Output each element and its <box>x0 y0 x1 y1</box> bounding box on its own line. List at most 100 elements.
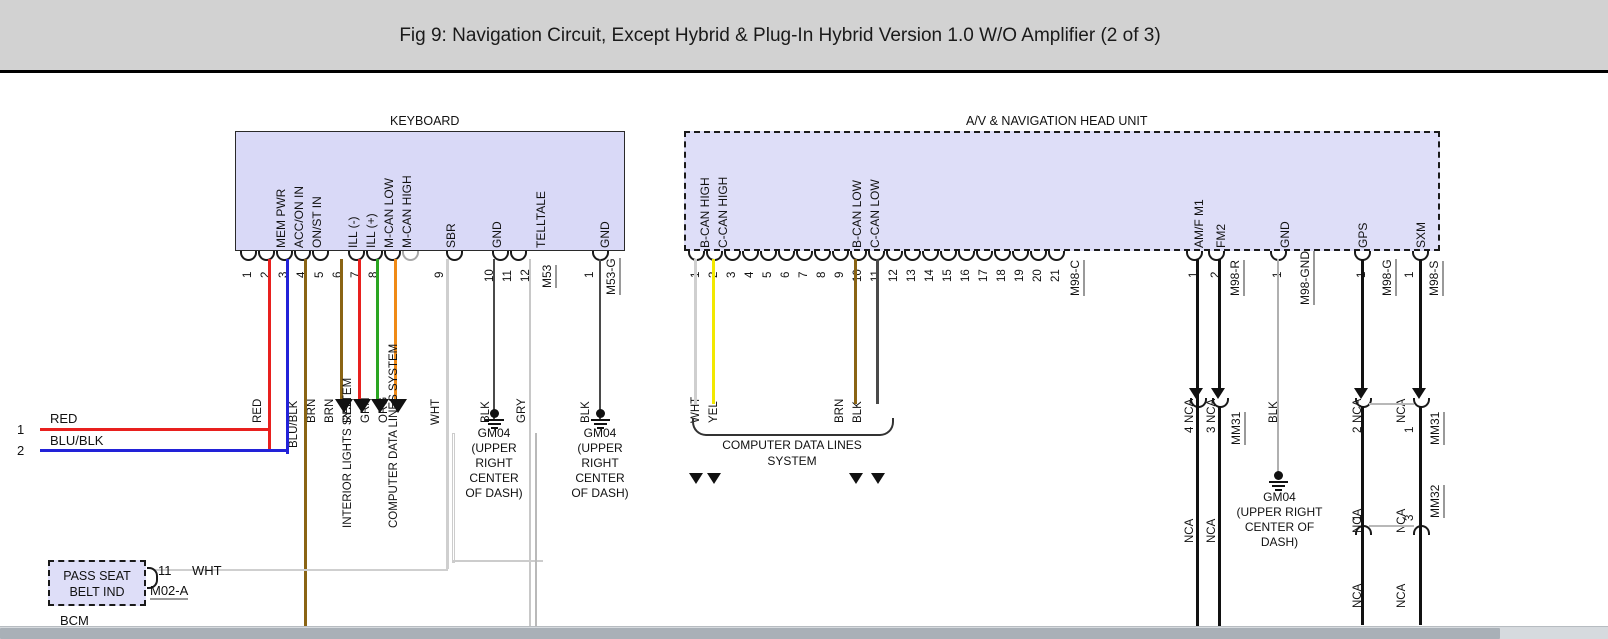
system-label-computer-data-kbd: COMPUTER DATA LINES SYSTEM <box>388 343 400 528</box>
seat-belt-label-line1: PASS SEAT <box>63 569 131 583</box>
keyboard-cup-4 <box>294 251 311 261</box>
ground-loc-1d: OF DASH) <box>465 486 523 500</box>
keyboard-cup-6 <box>348 251 365 261</box>
wire-mm31-3 <box>1218 406 1221 626</box>
wire-sbr-routing <box>153 569 448 571</box>
arrow-mm31b-2 <box>1354 388 1368 399</box>
mm32-wire-label-3: NCA <box>1396 583 1408 608</box>
wire-kbd-6-red <box>358 259 361 399</box>
head-unit-cup-6 <box>778 251 795 261</box>
wire-hu-3-yel <box>712 259 715 404</box>
head-unit-cup-19 <box>1012 251 1029 261</box>
left-terminal-num-2: 2 <box>17 443 25 458</box>
arrow-mm31-3 <box>1211 388 1225 399</box>
left-terminal-wire-2: BLU/BLK <box>50 433 104 448</box>
mm32-pin-num-1: 1 <box>1352 514 1364 521</box>
head-unit-pin-num-5: 5 <box>762 271 774 278</box>
rule-3 <box>535 433 537 626</box>
page-title: Fig 9: Navigation Circuit, Except Hybrid… <box>399 25 1161 46</box>
wire-kbd-gnd2-blk <box>599 259 601 419</box>
wire-red-horizontal <box>40 428 270 431</box>
keyboard-cup-1 <box>240 251 257 261</box>
keyboard-cup-2 <box>258 251 275 261</box>
seat-belt-pin-num: 11 <box>158 563 172 578</box>
head-unit-cup-17 <box>976 251 993 261</box>
keyboard-module-box <box>235 131 625 251</box>
keyboard-wire-label-12: GRY <box>516 398 528 423</box>
head-unit-pin-num-8: 8 <box>816 271 828 278</box>
wire-blublk-horizontal <box>40 449 288 452</box>
keyboard-pin-label-2: MEM PWR <box>274 188 288 248</box>
arrow-kbd-5 <box>335 399 353 413</box>
seat-belt-cup <box>147 567 158 589</box>
scrollbar-thumb[interactable] <box>0 628 1500 639</box>
head-unit-pin-num-16: 16 <box>960 269 972 282</box>
keyboard-pin-num-gnd2: 1 <box>584 271 596 278</box>
head-unit-cup-13 <box>904 251 921 261</box>
ground-loc-3b: CENTER OF <box>1244 520 1315 534</box>
keyboard-pin-label-12: TELLTALE <box>534 191 548 248</box>
head-unit-cup-15 <box>940 251 957 261</box>
head-unit-pin-num-6: 6 <box>780 271 792 278</box>
head-unit-pin-num-sxm: 1 <box>1404 271 1416 278</box>
head-unit-cup-10 <box>850 251 867 261</box>
mm31-connector-left: MM31 <box>1229 411 1246 445</box>
horizontal-scrollbar[interactable] <box>0 626 1608 639</box>
wire-kbd-12-gry <box>529 259 531 626</box>
ground-loc-3a: (UPPER RIGHT <box>1236 505 1323 519</box>
head-unit-pin-num-3: 3 <box>726 271 738 278</box>
ground-symbol-kbd-10 <box>481 409 507 429</box>
wire-mm31b-2 <box>1361 406 1364 526</box>
head-unit-cup-3 <box>724 251 741 261</box>
wire-mm31b-1 <box>1419 406 1422 526</box>
wire-kbd-3-blublk <box>286 259 289 454</box>
ground-name-2: GM04 <box>583 426 617 440</box>
mm31-pin-num-4: 4 <box>1184 426 1196 433</box>
left-terminal-wire-1: RED <box>50 411 78 426</box>
keyboard-cup-10 <box>446 251 463 261</box>
mm31-connector-right: MM31 <box>1428 411 1445 445</box>
mm32-connector: MM32 <box>1428 484 1445 518</box>
head-unit-pin-num-7: 7 <box>798 271 810 278</box>
head-unit-pin-num-14: 14 <box>924 269 936 282</box>
arrow-hu-2 <box>689 473 703 484</box>
wire-hu-fm2-nca <box>1218 259 1221 389</box>
arrow-kbd-6 <box>353 399 371 413</box>
wire-mm32-1 <box>1361 525 1364 625</box>
ground-loc-1a: (UPPER <box>471 441 517 455</box>
wire-kbd-7-grn <box>376 259 379 399</box>
ground-loc-2a: (UPPER <box>577 441 623 455</box>
keyboard-pin-label-5: ILL (-) <box>346 216 360 248</box>
mm31b-pin-num-1: 1 <box>1404 426 1416 433</box>
ground-loc-1b: RIGHT <box>475 456 513 470</box>
keyboard-cup-9 <box>402 251 419 261</box>
keyboard-wire-label-9: WHT <box>430 398 442 425</box>
wire-kbd-4-brn <box>304 259 307 626</box>
head-unit-pin-num-17: 17 <box>978 269 990 282</box>
ground-symbol-m98 <box>1265 471 1291 491</box>
keyboard-pin-num-5: 5 <box>314 271 326 278</box>
keyboard-pin-label-7: M-CAN LOW <box>382 178 396 248</box>
seat-belt-wire-label: WHT <box>192 563 222 578</box>
keyboard-pin-label-3: ACC/ON IN <box>292 185 306 248</box>
keyboard-cup-12 <box>510 251 527 261</box>
mm32-pin-num-3: 3 <box>1404 514 1416 521</box>
head-unit-label-amfm1: AM/F M1 <box>1192 199 1206 248</box>
wire-kbd-8-org <box>394 259 397 399</box>
head-unit-label-gnd: GND <box>1278 221 1292 248</box>
head-unit-label-fm2: FM2 <box>1214 224 1228 248</box>
head-unit-cup-r2 <box>1208 251 1225 261</box>
mm31-wire-label-4: NCA <box>1184 518 1196 543</box>
head-unit-cup-9 <box>832 251 849 261</box>
ground-label-m98: GM04 (UPPER RIGHT CENTER OF DASH) <box>1222 490 1337 550</box>
keyboard-cup-5 <box>312 251 329 261</box>
head-unit-pin-label-9: B-CAN LOW <box>850 179 864 248</box>
head-unit-cup-20 <box>1030 251 1047 261</box>
keyboard-pin-label-6: ILL (+) <box>364 213 378 248</box>
head-unit-connector-m98r: M98-R <box>1228 259 1245 296</box>
wire-hu-gps-nca <box>1361 259 1364 389</box>
head-unit-pin-num-20: 20 <box>1032 269 1044 282</box>
head-unit-pin-num-21: 21 <box>1050 269 1062 282</box>
computer-data-hu-line1: COMPUTER DATA LINES SYSTEM <box>722 438 862 468</box>
